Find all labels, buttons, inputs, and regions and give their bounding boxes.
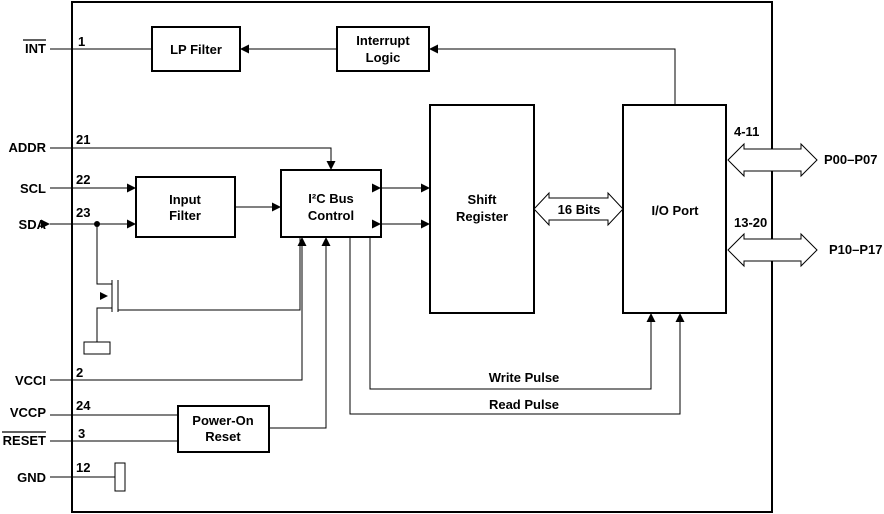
- shift-register-label-1: Shift: [468, 192, 498, 207]
- port1-pin-range: 13-20: [734, 215, 767, 230]
- pin-int-name: INT: [25, 41, 46, 56]
- lp-filter-label: LP Filter: [170, 42, 222, 57]
- i2c-control-label-2: Control: [308, 208, 354, 223]
- bus-p1-arrow: [727, 232, 818, 268]
- i2c-control-label-1: I²C Bus: [308, 191, 354, 206]
- power-on-reset-label-2: Reset: [205, 429, 241, 444]
- pin-int-number: 1: [78, 34, 85, 49]
- shift-register-label-2: Register: [456, 209, 508, 224]
- bus-p0-arrow: [727, 142, 818, 178]
- gnd-pad: [114, 462, 126, 492]
- pin-reset: RESET 3: [2, 426, 178, 448]
- pin-vcci-name: VCCI: [15, 373, 46, 388]
- pin-addr-number: 21: [76, 132, 90, 147]
- input-filter-block: Input Filter: [135, 176, 236, 238]
- read-pulse-label: Read Pulse: [489, 397, 559, 412]
- pin-gnd: GND 12: [17, 460, 126, 492]
- interrupt-logic-block: Interrupt Logic: [336, 26, 430, 72]
- i2c-bus-control-block: I²C Bus Control: [280, 169, 382, 238]
- pin-vccp: VCCP 24: [10, 398, 178, 420]
- port0-pin-range: 4-11: [734, 124, 759, 139]
- port0-name: P00–P07: [824, 152, 878, 167]
- input-filter-label-1: Input: [169, 192, 201, 207]
- port1-name: P10–P17: [829, 242, 883, 257]
- interrupt-logic-label-2: Logic: [366, 50, 401, 65]
- pin-vcci: VCCI 2: [15, 237, 307, 388]
- pin-addr: ADDR 21: [8, 132, 336, 170]
- ground-symbol: [83, 341, 111, 355]
- bits-label: 16 Bits: [558, 202, 601, 217]
- power-on-reset-label-1: Power-On: [192, 413, 253, 428]
- pin-scl-name: SCL: [20, 181, 46, 196]
- wire-ioport-to-interrupt: [429, 44, 676, 105]
- wire-read-pulse: [349, 237, 685, 415]
- bus-16-bits-arrow: [533, 191, 624, 227]
- lp-filter-block: LP Filter: [151, 26, 241, 72]
- shift-register-block: Shift Register: [429, 104, 535, 314]
- pin-vccp-name: VCCP: [10, 405, 46, 420]
- pin-addr-name: ADDR: [8, 140, 46, 155]
- wire-write-pulse: [369, 237, 656, 390]
- pin-scl: SCL 22: [20, 172, 136, 196]
- pin-reset-name: RESET: [3, 433, 46, 448]
- pin-reset-number: 3: [78, 426, 85, 441]
- pin-gnd-name: GND: [17, 470, 46, 485]
- io-port-label: I/O Port: [652, 203, 700, 218]
- pin-vccp-number: 24: [76, 398, 91, 413]
- pin-scl-number: 22: [76, 172, 90, 187]
- pin-sda: SDA 23: [19, 205, 301, 355]
- power-on-reset-block: Power-On Reset: [177, 405, 270, 453]
- interrupt-logic-label-1: Interrupt: [356, 33, 410, 48]
- input-filter-label-2: Filter: [169, 208, 201, 223]
- pin-sda-number: 23: [76, 205, 90, 220]
- wire-por-to-i2c: [269, 237, 331, 429]
- write-pulse-label: Write Pulse: [489, 370, 560, 385]
- pin-sda-name: SDA: [19, 217, 47, 232]
- pin-vcci-number: 2: [76, 365, 83, 380]
- pin-int: INT 1: [23, 34, 152, 56]
- io-port-block: I/O Port: [622, 104, 727, 314]
- pin-gnd-number: 12: [76, 460, 90, 475]
